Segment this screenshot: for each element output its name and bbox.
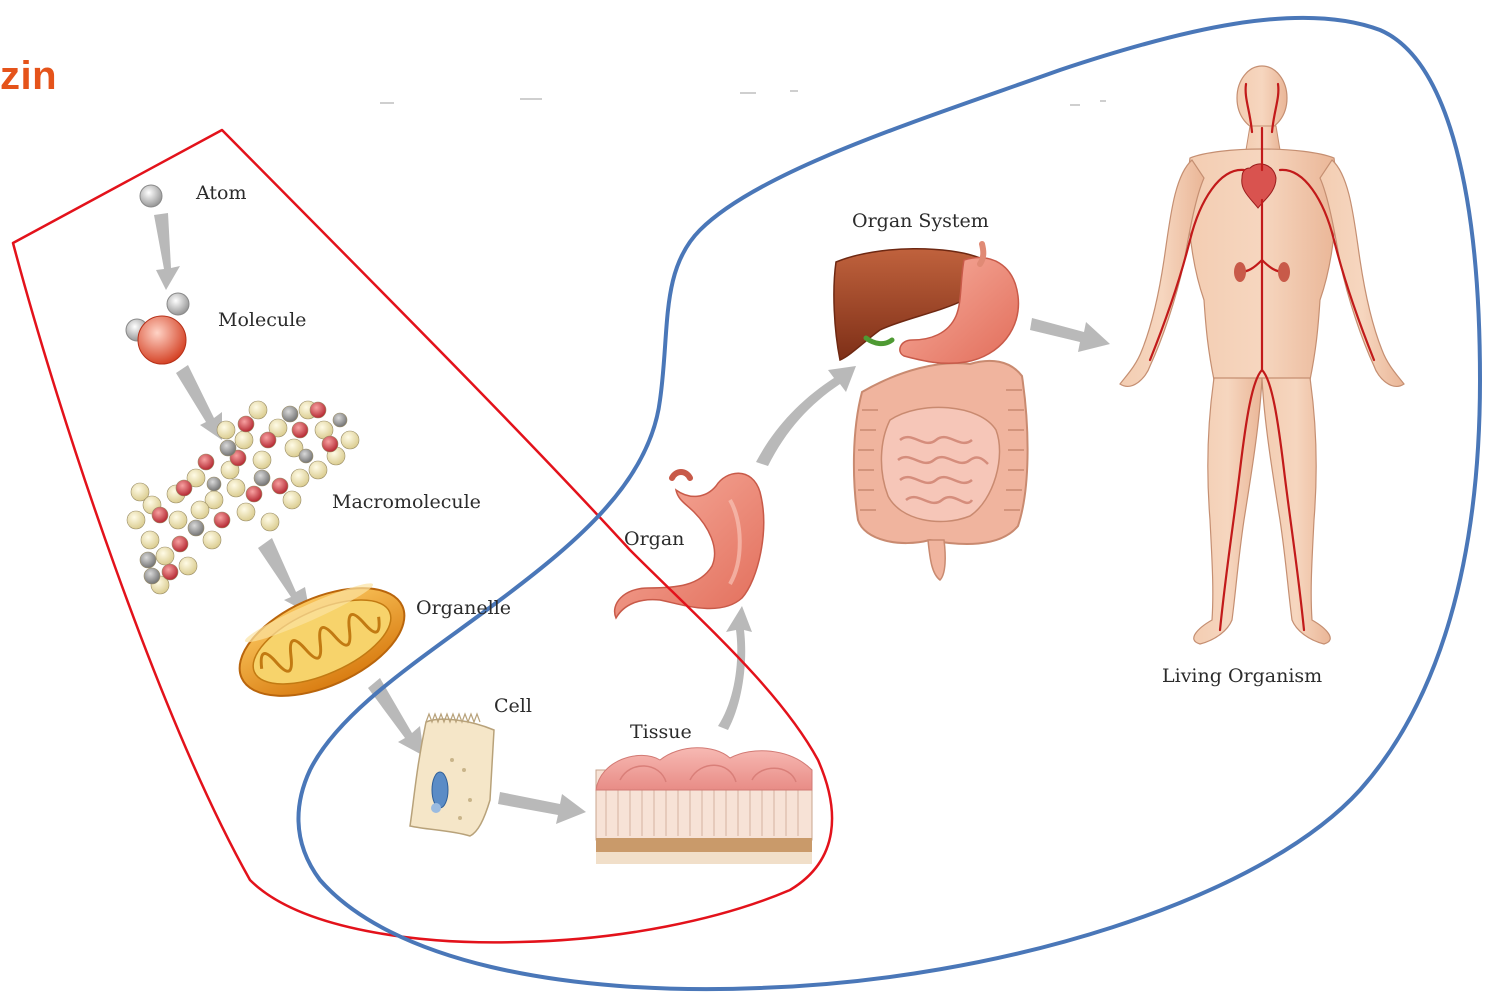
tissue-illustration bbox=[596, 748, 812, 864]
arrow-organelle-cell bbox=[368, 678, 424, 756]
label-cell: Cell bbox=[494, 695, 532, 717]
cell-illustration bbox=[410, 714, 494, 836]
label-organ-system: Organ System bbox=[852, 210, 989, 232]
label-living-organism: Living Organism bbox=[1162, 665, 1322, 687]
arrow-system-organism bbox=[1030, 318, 1110, 352]
molecule-illustration bbox=[126, 293, 189, 364]
digestive-system-illustration bbox=[834, 244, 1028, 580]
label-organelle: Organelle bbox=[416, 597, 511, 619]
label-organ: Organ bbox=[624, 528, 684, 550]
label-tissue: Tissue bbox=[630, 721, 692, 743]
arrow-organ-system bbox=[756, 366, 856, 466]
human-body-illustration bbox=[1120, 66, 1404, 644]
macromolecule-illustration bbox=[127, 401, 359, 594]
label-macromolecule: Macromolecule bbox=[332, 491, 481, 513]
arrow-molecule-macromolecule bbox=[176, 365, 222, 440]
atom-illustration bbox=[140, 185, 162, 207]
mitochondrion-illustration bbox=[224, 566, 421, 718]
arrow-atom-molecule bbox=[154, 213, 180, 290]
arrow-cell-tissue bbox=[498, 792, 586, 824]
label-atom: Atom bbox=[195, 182, 246, 204]
label-molecule: Molecule bbox=[218, 309, 306, 331]
